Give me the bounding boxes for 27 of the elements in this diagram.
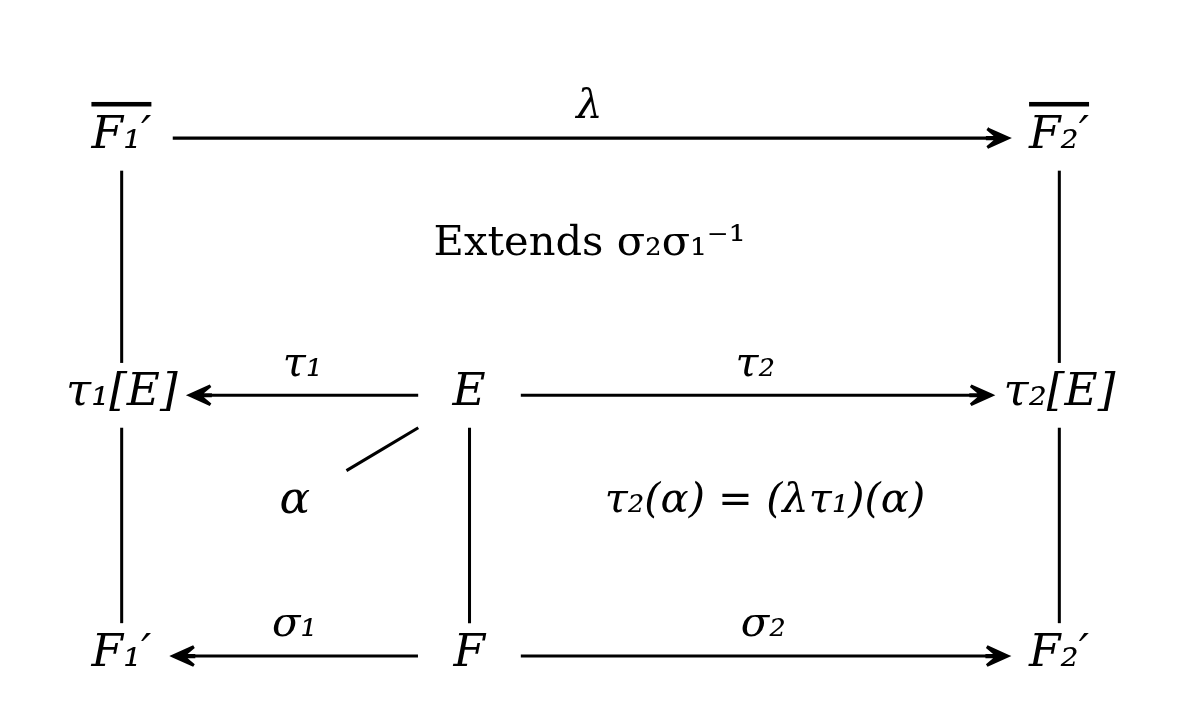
node-text: F₁′ — [90, 623, 151, 677]
connector — [119, 427, 123, 624]
arrow — [520, 384, 993, 407]
connector — [1057, 170, 1061, 363]
arrow — [171, 645, 418, 667]
node-text: F₂′ — [1028, 623, 1089, 677]
connector — [467, 427, 471, 624]
connector — [1057, 427, 1061, 624]
node-text: F — [452, 623, 485, 677]
edge-label: σ₁ — [271, 597, 317, 647]
label: Extends σ₂σ₁⁻¹ — [433, 215, 745, 265]
connector — [345, 426, 419, 472]
label: τ₂(α) = (λτ₁)(α) — [604, 472, 925, 522]
connector — [119, 170, 123, 363]
node-text: τ₁[E] — [65, 363, 178, 417]
edge-label: λ — [575, 79, 603, 129]
arrow — [172, 127, 1010, 149]
edge-label: τ₂ — [735, 336, 775, 386]
node-text: F₁′ — [90, 105, 151, 159]
node-text: E — [452, 363, 486, 417]
node-text: F₂′ — [1028, 105, 1089, 159]
arrow — [187, 384, 418, 407]
node-text: τ₂[E] — [1003, 363, 1115, 417]
node-text: α — [279, 470, 310, 524]
edge-label: σ₂ — [740, 597, 786, 647]
arrow — [520, 645, 1009, 667]
edge-label: τ₁ — [282, 336, 322, 386]
